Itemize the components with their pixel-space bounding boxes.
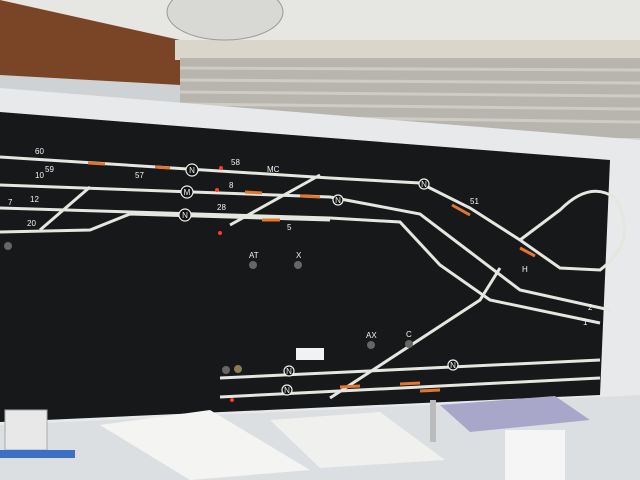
circle-label: N [286, 367, 292, 376]
button-label: AT [249, 251, 259, 260]
panel-buttons: AT X AX C [4, 242, 413, 374]
paper-sheets-center [270, 412, 445, 468]
label-h: H [522, 265, 528, 274]
button-c[interactable] [405, 340, 413, 348]
track-labels: 60 59 57 58 MC 10 8 12 7 20 28 5 2 1 51 … [8, 147, 593, 327]
circle-label: M [184, 188, 191, 197]
binder [440, 396, 590, 432]
circle-label: N [450, 361, 456, 370]
device-box [4, 409, 48, 451]
blue-folder [0, 450, 75, 458]
button-label: C [406, 330, 412, 339]
button-at[interactable] [249, 261, 257, 269]
circle-label: N [189, 166, 195, 175]
label-2: 2 [588, 303, 593, 312]
paper-sheets-left [100, 410, 310, 480]
button-bottom-2[interactable] [234, 365, 242, 373]
label-28: 28 [217, 203, 226, 212]
blind-rail [175, 40, 640, 60]
label-60: 60 [35, 147, 44, 156]
signal-circles: N M N N N N N N [178, 163, 459, 396]
track-diagram-panel [0, 112, 610, 422]
circle-label: N [421, 180, 427, 189]
track-lines [0, 155, 627, 400]
label-1: 1 [583, 318, 588, 327]
label-59: 59 [45, 165, 54, 174]
ceiling-lamp [166, 0, 284, 41]
button-label: X [296, 251, 302, 260]
label-58: 58 [231, 158, 240, 167]
occupied-segments [87, 161, 536, 393]
circle-label: N [182, 211, 188, 220]
lever [430, 400, 436, 442]
calendar [505, 430, 565, 480]
button-x[interactable] [294, 261, 302, 269]
label-57: 57 [135, 171, 144, 180]
wood-beam [0, 0, 180, 85]
circle-label: N [284, 386, 290, 395]
label-5: 5 [287, 223, 292, 232]
button-label: AX [366, 331, 377, 340]
label-8: 8 [229, 181, 234, 190]
label-mc: MC [267, 165, 280, 174]
label-7: 7 [8, 198, 13, 207]
button-ax[interactable] [367, 341, 375, 349]
label-51: 51 [470, 197, 479, 206]
label-12: 12 [30, 195, 39, 204]
red-lamps [215, 166, 234, 402]
button-bottom-1[interactable] [222, 366, 230, 374]
button-left[interactable] [4, 242, 12, 250]
label-20: 20 [27, 219, 36, 228]
paper-note [296, 348, 324, 360]
circle-label: N [335, 196, 341, 205]
label-10: 10 [35, 171, 44, 180]
